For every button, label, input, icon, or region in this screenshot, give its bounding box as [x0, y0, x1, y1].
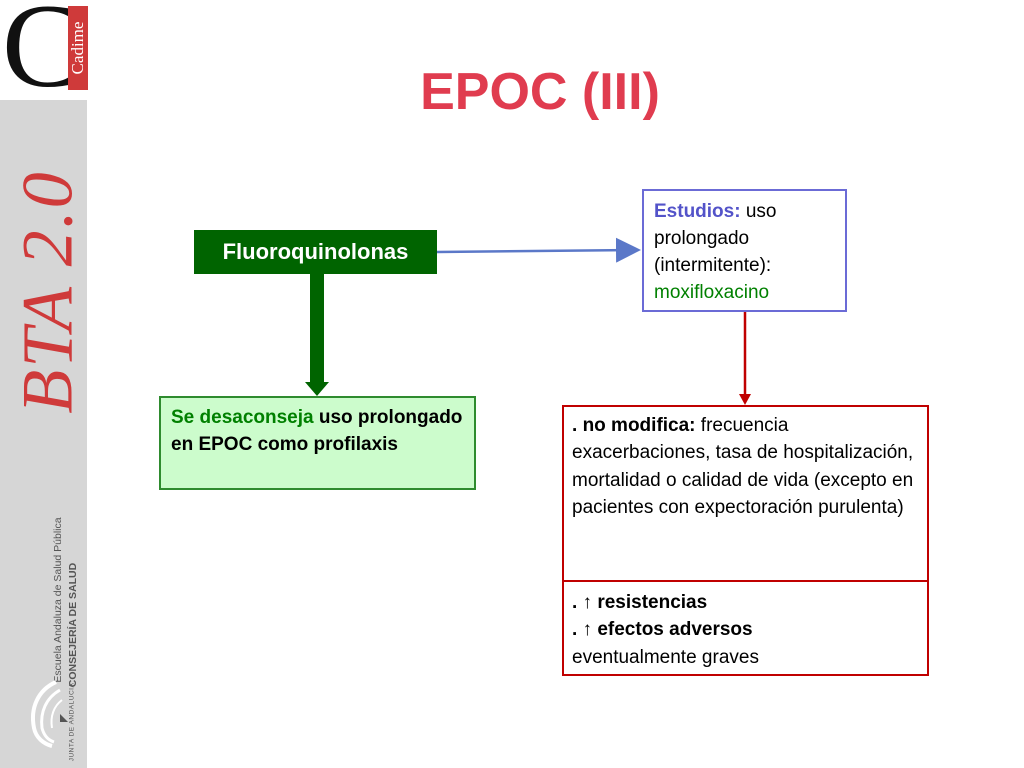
bullet1-label: no modifica: [582, 415, 696, 436]
arrow-to-studies [436, 237, 641, 263]
bullet-resistencias: . ↑ resistencias [572, 592, 708, 613]
studies-text: uso prolongado (intermitente): [654, 201, 777, 276]
fluoroquinolonas-label: Fluoroquinolonas [222, 239, 409, 264]
studies-drug: moxifloxacino [654, 282, 770, 303]
arrow-to-findings [739, 312, 751, 405]
findings-adverse: . ↑ resistencias . ↑ efectos adversos ev… [564, 584, 927, 676]
studies-label: Estudios: [654, 201, 741, 222]
bullet1-prefix: . [572, 415, 583, 436]
recommendation-text: uso prolongado en EPOC como profilaxis [171, 407, 463, 455]
findings-box: . no modifica: frecuencia exacerbaciones… [562, 405, 929, 676]
findings-no-modifica: . no modifica: frecuencia exacerbaciones… [564, 407, 927, 582]
branding-sidebar [0, 100, 87, 768]
fluoroquinolonas-box: Fluoroquinolonas [194, 230, 437, 274]
arrow-to-recommendation [305, 274, 329, 396]
recommendation-box: Se desaconseja uso prolongado en EPOC co… [159, 396, 476, 490]
studies-box: Estudios: uso prolongado (intermitente):… [642, 189, 847, 312]
bullet-efectos-tail: eventualmente graves [572, 646, 759, 668]
junta-emblem-icon [31, 680, 68, 748]
slide-title: EPOC (III) [420, 63, 660, 121]
bullet-efectos-adversos: . ↑ efectos adversos [572, 619, 753, 641]
bullet1-text: frecuencia exacerbaciones, tasa de hospi… [572, 415, 914, 519]
cadime-tab [68, 6, 88, 90]
recommendation-highlight: Se desaconseja [171, 407, 314, 428]
